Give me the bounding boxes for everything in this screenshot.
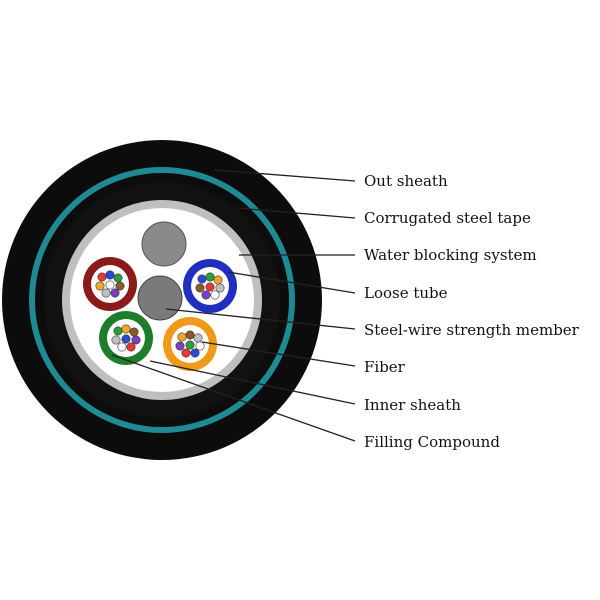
label-steel-wire-strength-member: Steel-wire strength member: [364, 321, 580, 339]
leader-out-sheath: [214, 169, 356, 182]
label-water-blocking-system: Water blocking system: [364, 246, 537, 264]
fiber-strand: [197, 274, 207, 284]
fiber-strand: [181, 348, 191, 358]
fiber-strand: [185, 340, 195, 350]
fiber-strand: [111, 335, 121, 345]
fiber-strand: [105, 270, 115, 280]
leader-lines: [111, 169, 356, 442]
fiber-strand: [175, 341, 185, 351]
fiber-group: [95, 270, 225, 358]
leader-corrugated-steel-tape: [236, 207, 356, 219]
fiber-strand: [121, 324, 131, 334]
fiber-strand: [126, 342, 136, 352]
fiber-strand: [177, 332, 187, 342]
fiber-strand: [97, 272, 107, 282]
label-inner-sheath: Inner sheath: [364, 396, 461, 414]
label-corrugated-steel-tape: Corrugated steel tape: [364, 209, 531, 227]
fiber-strand: [110, 288, 120, 298]
fiber-strand: [95, 281, 105, 291]
fiber-strand: [205, 282, 215, 292]
leader-filling-compound: [111, 354, 356, 442]
fiber-strand: [105, 280, 115, 290]
fiber-strand: [215, 283, 225, 293]
fiber-strand: [210, 290, 220, 300]
leader-inner-sheath: [149, 360, 356, 405]
fiber-strand: [190, 348, 200, 358]
fiber-strand: [205, 272, 215, 282]
fiber-strand: [117, 342, 127, 352]
label-loose-tube: Loose tube: [364, 284, 448, 302]
fiber-strand: [121, 334, 131, 344]
filler-rod-top: [141, 221, 187, 267]
fiber-strand: [193, 333, 203, 343]
fiber-strand: [113, 273, 123, 283]
fiber-strand: [115, 281, 125, 291]
callout-labels: Out sheath Corrugated steel tape Water b…: [364, 172, 580, 451]
fiber-strand: [201, 290, 211, 300]
fiber-strand: [131, 335, 141, 345]
leader-loose-tube: [227, 271, 356, 294]
fiber-strand: [213, 275, 223, 285]
fiber-strand: [185, 330, 195, 340]
fiber-strand: [101, 288, 111, 298]
label-out-sheath: Out sheath: [364, 172, 448, 190]
central-strength-member: [137, 275, 183, 321]
label-fiber: Fiber: [364, 358, 406, 376]
leader-steel-wire-strength-member: [165, 308, 356, 330]
fiber-strand: [129, 327, 139, 337]
corrugated-steel-tape-ring: [29, 167, 295, 433]
fiber-strand: [195, 341, 205, 351]
fiber-strand: [195, 283, 205, 293]
label-filling-compound: Filling Compound: [364, 433, 500, 451]
leader-fiber: [201, 341, 356, 367]
fiber-strand: [113, 326, 123, 336]
